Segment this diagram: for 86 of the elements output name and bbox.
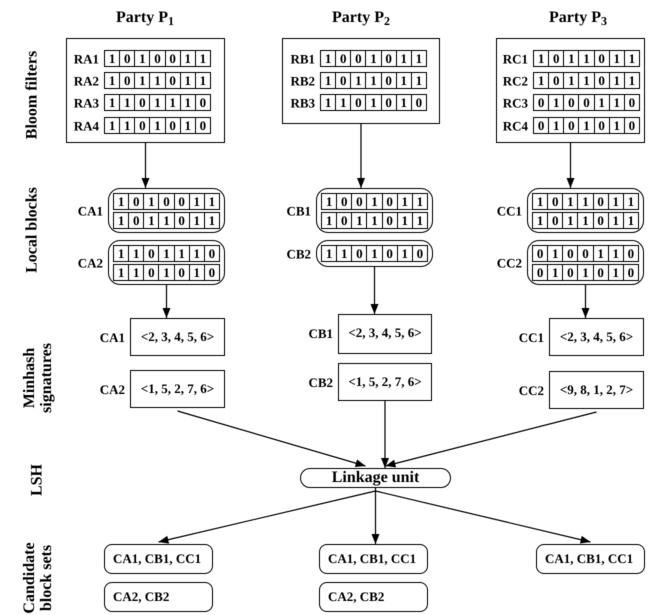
bit-vector: 1 1 0 1 0 1 0: [320, 94, 427, 111]
block-label: CB1: [308, 325, 333, 343]
row-heading: LSH: [28, 463, 46, 498]
block-label: CA2: [100, 381, 125, 399]
block-label: CA2: [78, 254, 103, 272]
arrow: [375, 490, 591, 544]
bit-vector: 1 0 0 1 0 1 1: [320, 50, 427, 67]
candidate-set: CA1, CB1, CC1: [536, 544, 645, 574]
block-label: CB1: [286, 202, 311, 220]
signature-box: <1, 5, 2, 7, 6>: [130, 370, 225, 408]
bit-vector: 1 1 0 1 1 1 0: [104, 94, 211, 111]
arrow: [142, 143, 150, 188]
party-heading: Party P$_{3}$: [549, 10, 607, 26]
arrow: [381, 401, 389, 468]
local-block: [316, 240, 433, 267]
bit-vector: 0 1 0 0 1 1 0: [533, 94, 640, 111]
local-block: [527, 188, 644, 233]
block-label: CC1: [496, 202, 522, 220]
block-label: CB2: [308, 374, 333, 392]
bit-vector: 1 0 1 1 0 1 1: [533, 50, 640, 67]
block-label: RC2: [502, 72, 528, 90]
row-heading: Minhash signatures: [21, 342, 55, 415]
bit-vector: 1 0 1 1 0 1 1: [320, 72, 427, 89]
arrow: [582, 285, 590, 318]
candidate-set: CA1, CB1, CC1: [104, 544, 213, 574]
local-block: [108, 188, 225, 233]
block-label: RC1: [502, 50, 528, 68]
bit-vector: 1 0 1 1 0 1 1: [113, 212, 220, 229]
arrow: [566, 143, 574, 188]
block-label: RA3: [74, 94, 99, 112]
signature-box: <2, 3, 4, 5, 6>: [338, 314, 432, 354]
arrow: [370, 267, 378, 314]
local-block: [316, 188, 433, 233]
block-label: RB2: [290, 72, 315, 90]
bloom-filter-panel: [66, 38, 225, 143]
bit-vector: 1 0 1 0 0 1 1: [113, 193, 220, 210]
local-block: [108, 240, 225, 285]
arrow: [162, 285, 170, 318]
block-label: CA1: [100, 329, 125, 347]
signature-box: <2, 3, 4, 5, 6>: [549, 318, 644, 356]
block-label: RA1: [74, 50, 99, 68]
block-label: RA4: [74, 116, 99, 135]
block-label: CC1: [518, 329, 544, 347]
block-label: CC2: [496, 254, 522, 272]
arrow: [372, 488, 380, 544]
row-heading: Bloom filters: [24, 50, 40, 142]
bit-vector: 1 0 1 1 0 1 1: [321, 212, 428, 229]
block-label: RB3: [290, 94, 315, 112]
candidate-set: CA2, CB2: [104, 582, 213, 612]
bloom-filter-panel: [282, 38, 440, 124]
arrow: [158, 490, 376, 544]
row-heading: Local blocks: [24, 186, 40, 275]
block-label: RB1: [290, 50, 315, 68]
bit-vector: 1 1 0 1 0 1 0: [104, 117, 211, 134]
candidate-set: CA2, CB2: [319, 582, 428, 612]
party-heading: Party P$_{1}$: [116, 10, 174, 26]
signature-box: <1, 5, 2, 7, 6>: [338, 363, 432, 401]
bit-vector: 1 1 0 1 0 1 0: [113, 264, 220, 281]
bit-vector: 1 0 1 1 0 1 1: [533, 72, 640, 89]
bit-vector: 1 0 1 0 0 1 1: [104, 50, 211, 67]
bit-vector: 0 1 0 1 0 1 0: [532, 264, 639, 281]
signature-box: <9, 8, 1, 2, 7>: [549, 371, 644, 409]
block-label: CB2: [286, 244, 311, 263]
candidate-set: CA1, CB1, CC1: [319, 544, 428, 574]
row-heading: Candidate block sets: [21, 541, 55, 615]
bit-vector: 0 1 0 0 1 1 0: [532, 245, 639, 262]
bit-vector: 1 0 1 1 0 1 1: [532, 193, 639, 210]
arrow: [357, 124, 365, 188]
linkage-unit: Linkage unit: [300, 468, 451, 488]
arrow: [177, 410, 366, 468]
bit-vector: 1 0 1 1 0 1 1: [532, 212, 639, 229]
block-label: RC4: [502, 116, 528, 135]
bit-vector: 1 1 0 1 0 1 0: [321, 245, 428, 262]
signature-box: <2, 3, 4, 5, 6>: [130, 318, 225, 356]
block-label: CC2: [518, 382, 544, 400]
bit-vector: 1 1 0 1 1 1 0: [113, 245, 220, 262]
block-label: CA1: [78, 202, 103, 220]
local-block: [527, 240, 644, 285]
block-label: RC3: [502, 94, 528, 112]
arrow: [385, 411, 597, 468]
party-heading: Party P$_{2}$: [332, 10, 390, 26]
bit-vector: 1 0 0 1 0 1 1: [321, 193, 428, 210]
bit-vector: 0 1 0 1 0 1 0: [533, 117, 640, 134]
bit-vector: 1 0 1 1 0 1 1: [104, 72, 211, 89]
bloom-filter-panel: [496, 38, 645, 143]
block-label: RA2: [74, 72, 99, 90]
